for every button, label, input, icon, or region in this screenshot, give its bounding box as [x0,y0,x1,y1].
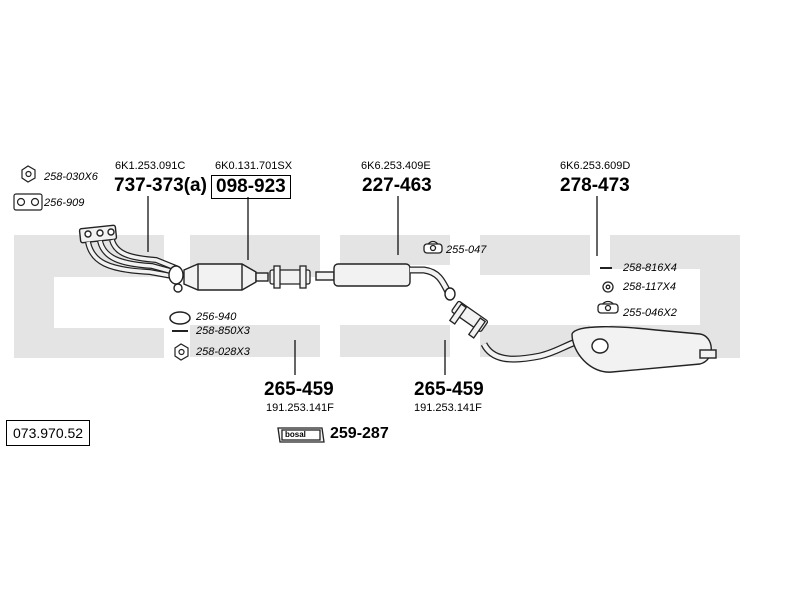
clamp-1-part-number: 265-459 [264,379,334,400]
catalyst-oe-number: 6K0.131.701SX [215,160,293,172]
rear-silencer [480,326,717,373]
washer-icon [602,281,614,293]
exhaust-manifold [78,224,184,293]
pipe-clamp-2 [448,300,489,339]
clamp-top-label: 256-909 [44,197,85,209]
nut-mid-label: 258-028X3 [196,346,250,358]
middle-silencer [315,263,456,301]
leader-lines [147,196,612,375]
middle-silencer-part-number: 227-463 [362,175,432,196]
bolt-icon-right [600,267,612,269]
manifold-part-number: 737-373(a) [114,175,207,196]
washer-right-label: 258-117X4 [623,281,677,293]
pipe-clamp-1 [269,265,311,289]
catalyst-part-number: 098-923 [211,175,291,199]
clamp-2-part-number: 265-459 [414,379,484,400]
assembly-kit-part-number: 259-287 [330,425,389,442]
rubber-mount-2-label: 255-046X2 [623,307,677,319]
bolt-mid-label: 258-850X3 [196,325,250,337]
clamp-1-oe-number: 191.253.141F [266,402,334,414]
gasket-ring-icon [169,311,191,325]
rubber-mount-1-label: 255-047 [446,244,487,256]
catalytic-converter [183,263,269,291]
reference-number: 073.970.52 [6,420,91,446]
nut-top-label: 258-030X6 [44,171,98,183]
clamp-2-oe-number: 191.253.141F [414,402,482,414]
rubber-mount-icon-right [597,300,619,314]
bosal-watermark [14,235,740,358]
gasket-label: 256-940 [196,311,237,323]
rubber-mount-icon [423,240,443,254]
hex-nut-icon [21,165,36,183]
middle-silencer-oe-number: 6K6.253.409E [361,160,431,172]
clamp-plate-icon [13,193,43,211]
assembly-kit-badge: bosal [285,430,306,439]
manifold-oe-number: 6K1.253.091C [115,160,186,172]
rear-silencer-part-number: 278-473 [560,175,630,196]
rear-silencer-oe-number: 6K6.253.609D [560,160,631,172]
assembly-kit-box [277,427,325,443]
hex-nut-icon-mid [174,343,189,361]
bolt-right-label: 258-816X4 [623,262,677,274]
bolt-icon [172,330,188,332]
